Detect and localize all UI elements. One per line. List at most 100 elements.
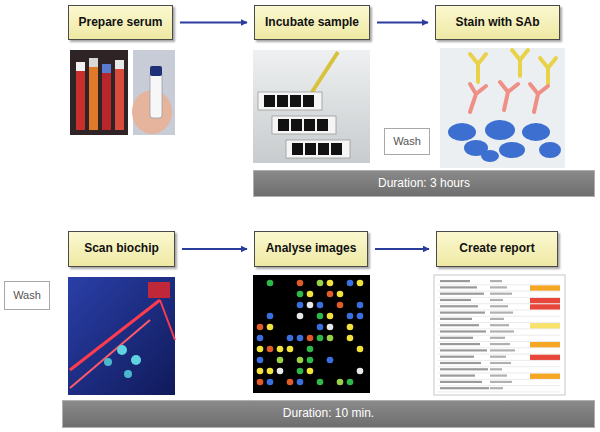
biochip-scanner-photo [68, 277, 175, 395]
wash-box: Wash [4, 281, 50, 310]
antibody-staining-picture-part-part [485, 120, 515, 140]
slide-part [272, 116, 336, 134]
spot-grid [257, 280, 364, 386]
spot-grid-part [257, 379, 264, 386]
hand-tube-photo-part [150, 66, 162, 76]
spot-grid-part [297, 379, 304, 386]
slide-part [277, 95, 288, 107]
spot-grid-part [357, 280, 364, 287]
antibody-staining-picture-part-part [500, 82, 518, 110]
biochip-scanner-photo-part [68, 277, 175, 395]
report-rows-part [530, 285, 560, 291]
report-rows-part [438, 385, 560, 386]
step-label: Create report [459, 242, 534, 255]
step-label: Scan biochip [84, 242, 159, 255]
report-rows-part [530, 374, 560, 380]
spot-grid-part [317, 313, 324, 320]
antibody-staining-picture-part [440, 48, 565, 168]
slide-part [258, 92, 322, 110]
spot-grid-part [357, 302, 364, 309]
incubation-slides-photo-part [312, 52, 338, 92]
report-rows-part [440, 337, 473, 339]
report-rows-part [440, 375, 475, 377]
serum-tubes-photo-part [76, 62, 85, 71]
report-rows-part [438, 310, 560, 311]
spot-array-image [253, 275, 370, 393]
spot-grid-part [287, 379, 294, 386]
biochip-scanner-photo-part [160, 300, 175, 340]
spot-grid-part [297, 357, 304, 364]
slide-part [304, 119, 315, 131]
report-table-image [434, 275, 565, 395]
process-box: Create report [436, 231, 558, 267]
duration-bar: Duration: 3 hours [253, 170, 595, 197]
slide [272, 116, 336, 134]
spot-grid-part [297, 280, 304, 287]
report-rows-part [490, 286, 507, 288]
slide-part [278, 119, 289, 131]
report-rows-part [440, 343, 480, 345]
spot-grid-part [347, 335, 354, 342]
duration-bar: Duration: 10 min. [62, 400, 595, 428]
spot-grid-part [307, 346, 314, 353]
report-rows-part [440, 312, 485, 314]
spot-grid-part [277, 346, 284, 353]
antibody-staining-picture [440, 48, 565, 168]
spot-grid-part [257, 335, 264, 342]
report-rows-part [440, 381, 482, 383]
spot-grid-part [267, 324, 274, 331]
report-rows [438, 280, 560, 392]
spot-grid-part [347, 280, 354, 287]
spot-grid-part [327, 357, 334, 364]
slide-part [286, 140, 350, 158]
report-rows-part [440, 293, 484, 295]
process-box: Incubate sample [254, 5, 370, 40]
slide-part [291, 119, 302, 131]
report-rows-part [530, 298, 560, 304]
report-rows-part [438, 347, 560, 348]
antibody-staining-picture-part-part [540, 58, 556, 84]
spot-grid-part [287, 346, 294, 353]
report-rows-part [438, 373, 560, 374]
spot-grid-part [317, 324, 324, 331]
spot-grid-part [307, 335, 314, 342]
spot-grid-part [297, 313, 304, 320]
spot-grid-part [267, 313, 274, 320]
serum-tubes-photo-part [76, 70, 85, 130]
report-rows-part [490, 330, 514, 332]
incubation-slides-photo [253, 50, 370, 163]
process-box: Prepare serum [68, 5, 173, 40]
antibody-staining-picture-part-part [470, 54, 486, 82]
report-rows-part [438, 322, 560, 323]
report-rows-part [490, 299, 503, 301]
process-box: Analyse images [254, 231, 368, 267]
wash-label: Wash [393, 135, 421, 147]
report-rows-part [438, 379, 560, 380]
spot-grid-part [267, 346, 274, 353]
report-rows-part [490, 375, 507, 377]
spot-grid-part [297, 368, 304, 375]
biochip-scanner-photo-part [70, 300, 160, 370]
wash-label: Wash [13, 289, 41, 301]
spot-grid-part [307, 357, 314, 364]
spot-grid-part [337, 379, 344, 386]
serum-tubes-photo-part [70, 50, 128, 135]
process-box: Scan biochip [68, 231, 175, 267]
antibody-staining-picture-part [470, 50, 556, 112]
slide [258, 92, 322, 110]
duration-label: Duration: 10 min. [283, 407, 374, 420]
report-rows-part [530, 342, 560, 348]
spot-grid-part [327, 324, 334, 331]
report-rows-part [438, 297, 560, 298]
spot-grid-part [297, 291, 304, 298]
report-rows-part [490, 293, 512, 295]
report-rows-part [440, 299, 471, 301]
flow-arrow [377, 22, 428, 24]
report-rows-part [490, 349, 515, 351]
report-rows-part [438, 341, 560, 342]
spot-grid-part [337, 302, 344, 309]
spot-grid-part [307, 291, 314, 298]
flow-arrow [375, 248, 429, 250]
slide-part [292, 143, 303, 155]
report-rows-part [490, 381, 512, 383]
